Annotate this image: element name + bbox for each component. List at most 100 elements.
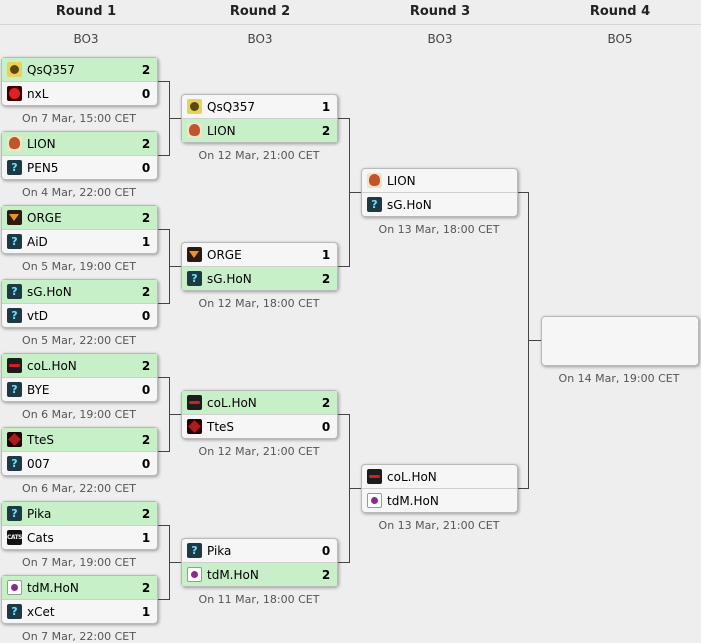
team-name: sG.HoN [207,271,252,286]
team-name: tdM.HoN [27,580,79,595]
round-1-format: BO3 [73,32,99,46]
team-slot[interactable]: ? BYE 0 [2,377,157,401]
round-1-title: Round 1 [55,4,117,19]
match-box[interactable]: coL.HoN tdM.HoN [361,464,518,513]
team-score: 2 [141,136,151,151]
match-date: On 12 Mar, 21:00 CET [198,149,320,162]
team-name: coL.HoN [207,395,257,410]
team-slot[interactable]: tdM.HoN 2 [2,576,157,599]
team-name: LION [387,173,416,188]
team-name: QsQ357 [207,99,256,114]
nxl-logo-icon [7,86,22,101]
unknown-team-icon: ? [7,382,22,397]
team-name: QsQ357 [27,62,76,77]
match-box[interactable]: coL.HoN 2? BYE 0 [1,353,158,402]
round-2-title: Round 2 [229,4,291,19]
final-match[interactable] [541,316,699,366]
team-name: Pika [27,506,52,521]
match-date: On 11 Mar, 18:00 CET [198,593,320,606]
team-slot[interactable]: LION [362,169,517,192]
team-score: 1 [141,604,151,619]
team-score: 2 [321,271,331,286]
bracket-connector [518,192,529,193]
team-slot[interactable]: coL.HoN 2 [2,354,157,377]
bracket-connector [338,562,350,563]
team-name: vtD [27,308,49,323]
team-score: 2 [321,395,331,410]
bracket-connector [169,266,181,267]
bracket-connector [169,118,181,119]
team-name: BYE [27,382,50,397]
round-4-title: Round 4 [589,4,651,19]
team-score: 2 [141,358,151,373]
team-slot[interactable]: ? vtD 0 [2,303,157,327]
final-match-date: On 14 Mar, 19:00 CET [558,372,680,385]
team-score: 0 [141,308,151,323]
team-score: 0 [141,160,151,175]
team-score: 0 [141,382,151,397]
team-score: 2 [141,580,151,595]
team-name: ORGE [27,210,62,225]
team-name: tdM.HoN [207,567,259,582]
team-score: 0 [321,543,331,558]
bracket-connector [169,414,181,415]
lion-logo-icon [367,173,382,188]
qsq-logo-icon [7,62,22,77]
bracket-connector [158,303,170,304]
match-date: On 13 Mar, 18:00 CET [378,223,500,236]
team-slot[interactable]: coL.HoN 2 [182,391,337,414]
round-3-format: BO3 [427,32,453,46]
match-box[interactable]: LION ?sG.HoN [361,168,518,217]
team-slot[interactable]: coL.HoN [362,465,517,488]
team-slot[interactable]: ?sG.HoN [362,192,517,216]
match-date: On 12 Mar, 21:00 CET [198,445,320,458]
bracket-connector [158,155,170,156]
team-name: coL.HoN [387,469,437,484]
tdm-logo-icon [7,580,22,595]
team-score: 2 [141,62,151,77]
team-name: ORGE [207,247,242,262]
match-date: On 5 Mar, 22:00 CET [22,334,136,347]
team-name: coL.HoN [27,358,77,373]
bracket-connector [158,525,170,526]
team-slot[interactable]: tdM.HoN [362,488,517,512]
team-name: LION [207,123,236,138]
lion-logo-icon [187,123,202,138]
unknown-team-icon: ? [7,308,22,323]
bracket-connector [349,488,361,489]
team-name: tdM.HoN [387,493,439,508]
bracket-connector [158,81,170,82]
team-slot[interactable]: QsQ357 2 [2,58,157,81]
bracket-connector [158,451,170,452]
round-2-format: BO3 [247,32,273,46]
